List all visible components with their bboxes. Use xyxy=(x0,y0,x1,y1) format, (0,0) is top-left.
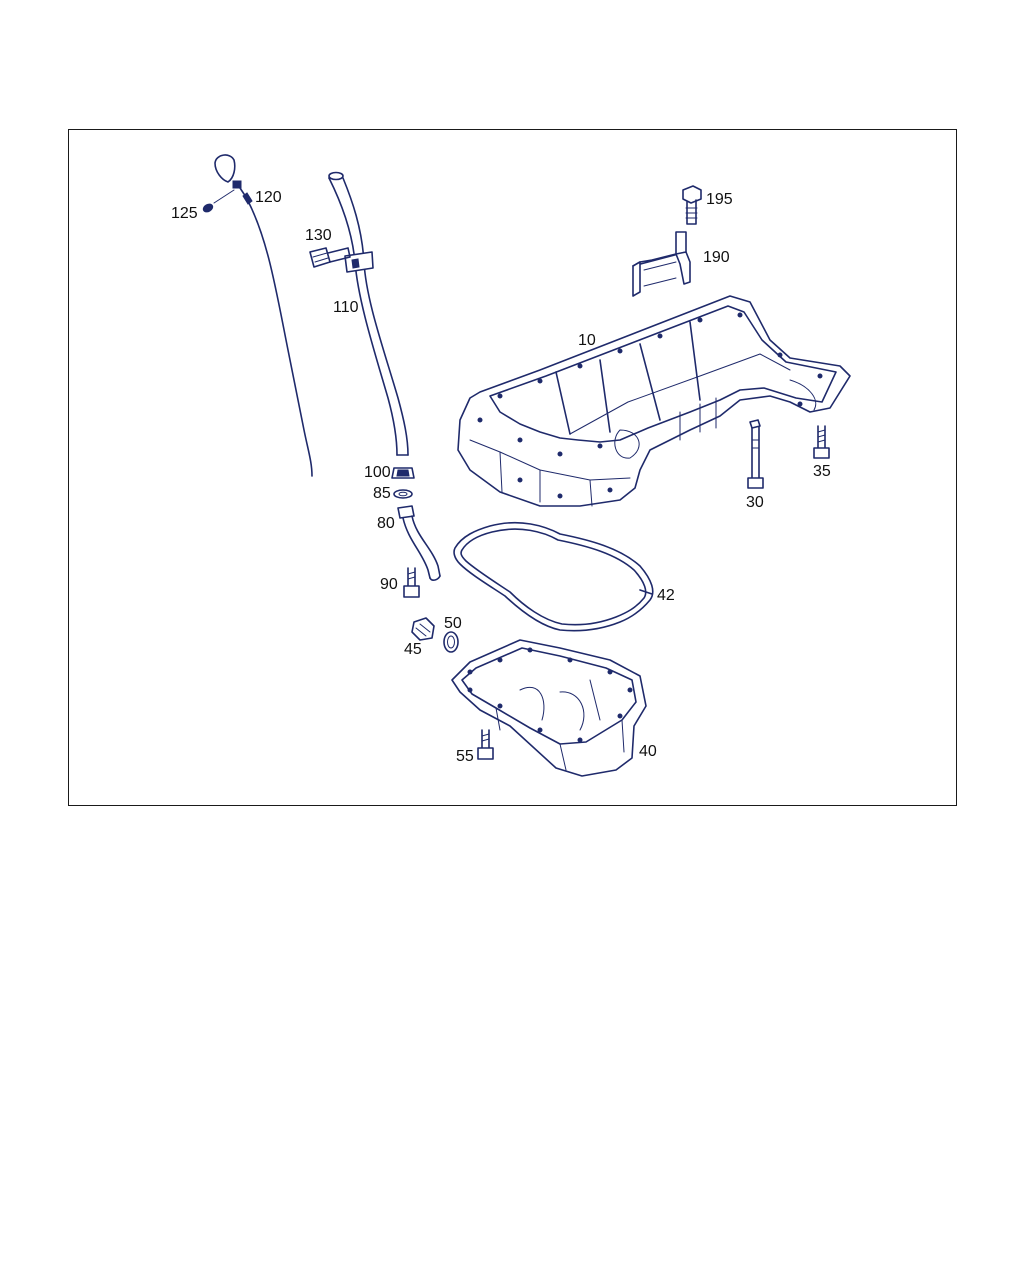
bolt-195-part[interactable] xyxy=(682,185,702,225)
lower-oil-pan-part[interactable] xyxy=(451,639,647,777)
bracket-190-part[interactable] xyxy=(632,231,691,297)
bolt-55-part[interactable] xyxy=(477,729,494,760)
callout-120: 120 xyxy=(255,189,282,206)
callout-50: 50 xyxy=(444,615,462,632)
callout-90: 90 xyxy=(380,576,398,593)
callout-55: 55 xyxy=(456,748,474,765)
drain-plug-45-part[interactable] xyxy=(411,617,435,641)
bolt-130-part[interactable] xyxy=(309,247,351,268)
plug-100-part[interactable] xyxy=(391,467,415,479)
guide-tube-part[interactable] xyxy=(328,171,409,456)
callout-30: 30 xyxy=(746,494,764,511)
upper-oil-pan-part[interactable] xyxy=(457,295,851,507)
dipstick-seal-part[interactable] xyxy=(202,202,214,213)
seal-ring-50-part[interactable] xyxy=(443,631,459,653)
callout-125: 125 xyxy=(171,205,198,222)
callout-130: 130 xyxy=(305,227,332,244)
pipe-80-part[interactable] xyxy=(397,505,441,581)
callout-35: 35 xyxy=(813,463,831,480)
callout-190: 190 xyxy=(703,249,730,266)
callout-110: 110 xyxy=(333,299,359,316)
bolt-90-part[interactable] xyxy=(403,567,420,598)
dipstick-part[interactable] xyxy=(213,154,313,477)
callout-45: 45 xyxy=(404,641,422,658)
callout-80: 80 xyxy=(377,515,395,532)
bolt-30-part[interactable] xyxy=(747,419,764,489)
callout-10: 10 xyxy=(578,332,596,349)
washer-85-part[interactable] xyxy=(393,489,413,499)
callout-195: 195 xyxy=(706,191,733,208)
callout-40: 40 xyxy=(639,743,657,760)
gasket-42-part[interactable] xyxy=(453,521,654,632)
diagram-frame xyxy=(68,129,957,806)
bolt-35-part[interactable] xyxy=(813,425,830,459)
callout-85: 85 xyxy=(373,485,391,502)
callout-100: 100 xyxy=(364,464,391,481)
callout-42: 42 xyxy=(657,587,675,604)
